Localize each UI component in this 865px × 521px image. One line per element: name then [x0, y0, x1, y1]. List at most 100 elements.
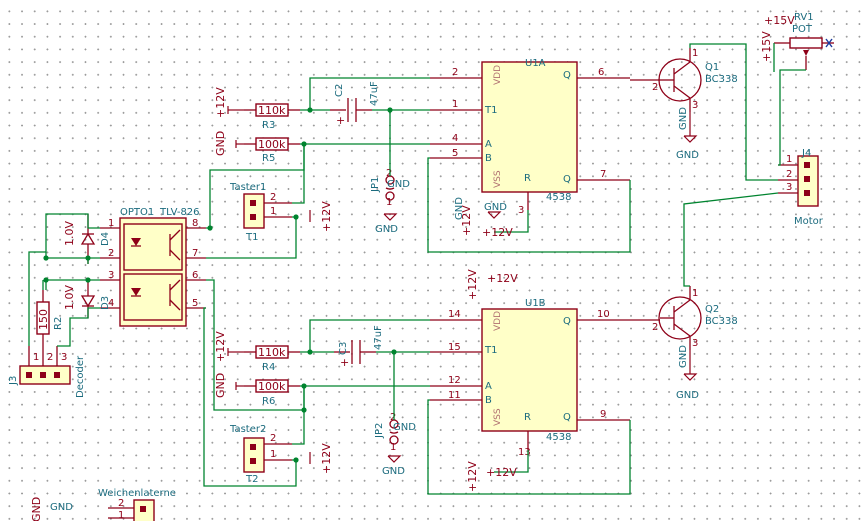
svg-text:150: 150 — [37, 309, 50, 330]
svg-text:3: 3 — [518, 205, 524, 216]
svg-text:C3: C3 — [338, 342, 349, 355]
svg-text:+15V: +15V — [764, 14, 795, 27]
svg-text:2: 2 — [390, 412, 396, 423]
svg-text:Q: Q — [563, 70, 571, 81]
svg-text:VDD: VDD — [493, 311, 503, 331]
svg-text:1: 1 — [108, 218, 114, 229]
button-taster2[interactable]: Taster2 T2 2 1 — [229, 424, 292, 485]
svg-text:GND: GND — [393, 422, 416, 433]
resistor-r2[interactable]: 150 R2 — [36, 290, 64, 346]
svg-text:1: 1 — [786, 154, 792, 165]
svg-text:RV1: RV1 — [794, 12, 814, 23]
connector-weichenlaterne[interactable]: Weichenlaterne 2 1 — [98, 488, 176, 521]
svg-text:GND: GND — [375, 224, 398, 235]
svg-text:GND: GND — [678, 107, 689, 130]
svg-text:1.0V: 1.0V — [63, 285, 76, 310]
jumper-jp1[interactable]: JP1 1 2 — [370, 168, 395, 208]
svg-text:110k: 110k — [258, 104, 286, 117]
svg-text:15: 15 — [448, 342, 461, 353]
svg-text:POT: POT — [792, 24, 813, 35]
connector-j3-decoder[interactable]: J3 Decoder 1 2 3 — [8, 346, 86, 398]
svg-text:GND: GND — [382, 466, 405, 477]
svg-text:D3: D3 — [100, 296, 111, 310]
svg-text:3: 3 — [692, 338, 698, 349]
svg-text:R: R — [524, 173, 531, 184]
potentiometer-rv1[interactable]: RV1 POT +15V — [764, 12, 834, 70]
button-taster1[interactable]: Taster1 T1 2 1 — [229, 182, 292, 243]
u1a-chip[interactable]: U1A 4538 VDD T1 A B VSS Q Q R 2 1 4 5 6 … — [430, 58, 630, 216]
resistor-r3[interactable]: 110k R3 — [244, 103, 300, 131]
power-symbols: +12V GND +12V GND +12V +12V GND GND GND … — [30, 31, 773, 521]
svg-text:100k: 100k — [258, 138, 286, 151]
svg-text:10: 10 — [597, 309, 610, 320]
u1a-ref: U1A — [525, 58, 546, 69]
svg-text:47uF: 47uF — [373, 325, 384, 350]
diode-d3[interactable]: 1.0V D3 — [63, 280, 111, 318]
svg-text:2: 2 — [270, 192, 276, 203]
svg-text:BC338: BC338 — [705, 316, 738, 327]
capacitor-c2[interactable]: + C2 47uF — [330, 81, 380, 127]
svg-text:VDD: VDD — [493, 65, 503, 85]
svg-text:GND: GND — [387, 179, 410, 190]
svg-text:TLV-826: TLV-826 — [159, 207, 200, 218]
svg-text:J4: J4 — [801, 148, 811, 159]
svg-text:1: 1 — [33, 352, 39, 363]
svg-text:+12V: +12V — [460, 205, 473, 236]
resistor-r4[interactable]: 110k R4 — [244, 345, 300, 373]
svg-text:7: 7 — [192, 248, 198, 259]
svg-text:VSS: VSS — [493, 170, 503, 188]
svg-text:B: B — [485, 395, 492, 406]
svg-text:8: 8 — [192, 218, 198, 229]
svg-text:1: 1 — [692, 48, 698, 59]
svg-text:47uF: 47uF — [369, 81, 380, 106]
svg-text:2: 2 — [118, 498, 124, 509]
svg-text:+12V: +12V — [466, 461, 479, 492]
svg-text:2: 2 — [108, 248, 114, 259]
resistor-r6[interactable]: 100k R6 — [244, 379, 300, 407]
svg-text:Q2: Q2 — [705, 304, 719, 315]
svg-text:1: 1 — [692, 288, 698, 299]
transistor-q2[interactable]: Q2 BC338 2 1 3 — [630, 286, 738, 350]
svg-text:Q: Q — [563, 316, 571, 327]
svg-text:6: 6 — [192, 270, 198, 281]
svg-text:4: 4 — [452, 133, 458, 144]
optocoupler[interactable]: OPTO1 TLV-826 1 2 3 4 8 7 6 5 — [100, 207, 206, 327]
svg-text:+15V: +15V — [760, 31, 773, 62]
svg-text:100k: 100k — [258, 380, 286, 393]
svg-text:Weichenlaterne: Weichenlaterne — [98, 488, 176, 499]
resistor-r5[interactable]: 100k R5 — [244, 137, 300, 164]
svg-text:7: 7 — [600, 169, 606, 180]
svg-text:GND: GND — [50, 502, 73, 513]
svg-text:11: 11 — [448, 390, 461, 401]
svg-text:+12V: +12V — [320, 201, 333, 232]
svg-text:2: 2 — [786, 169, 792, 180]
svg-text:1: 1 — [270, 449, 276, 460]
svg-text:T2: T2 — [245, 474, 258, 485]
svg-text:A: A — [485, 139, 492, 150]
u1b-chip[interactable]: U1B 4538 VDD T1 A B VSS Q Q R 14 15 12 1… — [430, 298, 630, 458]
svg-text:D4: D4 — [100, 232, 111, 246]
svg-text:1: 1 — [390, 442, 396, 453]
svg-text:R2: R2 — [53, 317, 64, 330]
capacitor-c3[interactable]: + C3 47uF — [334, 325, 384, 369]
svg-text:+12V: +12V — [482, 226, 513, 239]
connector-j4-motor[interactable]: J4 Motor 1 2 3 — [778, 148, 824, 227]
svg-text:OPTO1: OPTO1 — [120, 207, 154, 218]
svg-text:Q: Q — [563, 412, 571, 423]
svg-text:2: 2 — [270, 433, 276, 444]
svg-text:T1: T1 — [484, 105, 497, 116]
svg-text:R: R — [524, 412, 531, 423]
svg-text:GND: GND — [484, 202, 507, 213]
u1b-ref: U1B — [525, 298, 546, 309]
svg-text:1: 1 — [118, 510, 124, 521]
svg-text:Decoder: Decoder — [75, 355, 86, 398]
svg-text:1: 1 — [270, 206, 276, 217]
svg-text:2: 2 — [652, 82, 658, 93]
svg-text:Taster1: Taster1 — [229, 182, 266, 193]
svg-text:A: A — [485, 381, 492, 392]
svg-text:GND: GND — [214, 131, 227, 156]
transistor-q1[interactable]: Q1 BC338 2 1 3 — [630, 48, 738, 112]
svg-text:R5: R5 — [262, 153, 275, 164]
svg-text:T1: T1 — [245, 232, 258, 243]
svg-text:3: 3 — [108, 270, 114, 281]
